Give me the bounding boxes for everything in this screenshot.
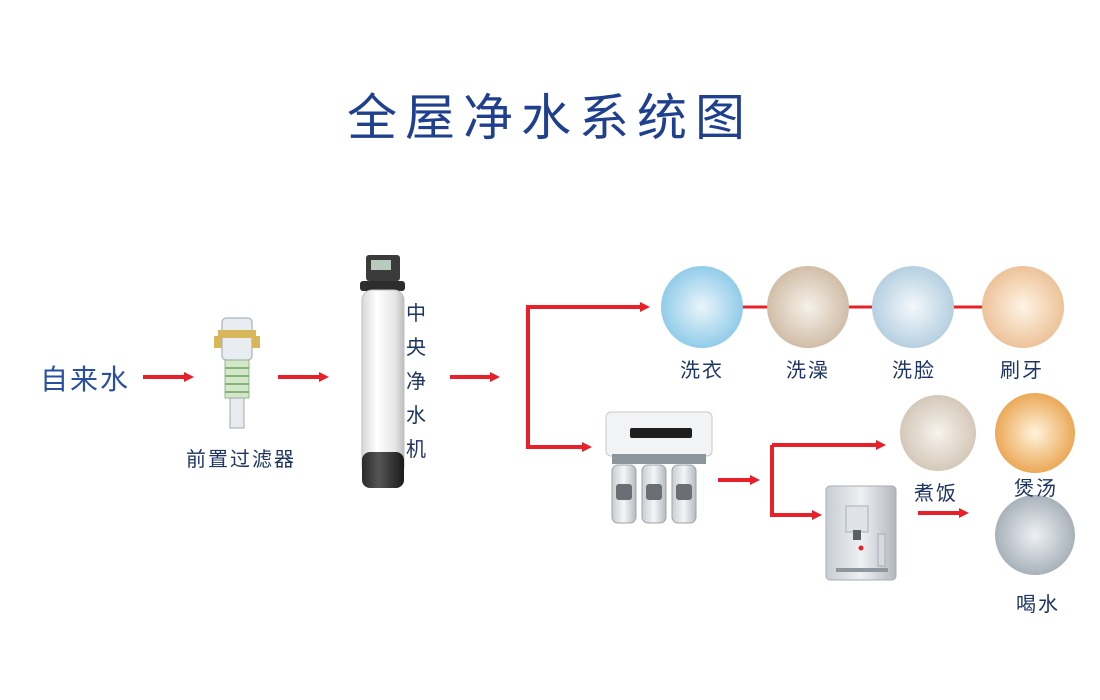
branch-ro-split [770,445,812,517]
usage-laundry-label: 洗衣 [680,358,724,382]
photo-face-wash [872,266,954,348]
source-label: 自来水 [40,363,131,396]
usage-face-wash-label: 洗脸 [892,358,936,382]
photo-shower [767,266,849,348]
flow-arrows [143,302,985,520]
water-dispenser-illustration [825,485,897,581]
photo-cooking [900,395,976,471]
branch-up-down [526,305,643,449]
filter-cartridges [611,464,697,524]
pre-filter-illustration [214,317,260,429]
usage-cooking-label: 煮饭 [914,481,958,505]
usage-soup-label: 煲汤 [1014,476,1058,500]
photo-laundry [661,266,743,348]
photo-drinking [995,495,1075,575]
usage-drinking-label: 喝水 [1016,592,1060,616]
central-unit-label: 中央净水机 [406,301,426,461]
photo-soup [995,393,1075,473]
ro-purifier-illustration [605,411,713,524]
usage-tooth-brush-label: 刷牙 [1000,358,1044,382]
pre-filter-label: 前置过滤器 [186,447,296,471]
photo-tooth-brush [982,266,1064,348]
central-unit-illustration [360,255,405,488]
page-title: 全屋净水系统图 [347,89,753,147]
usage-photos [661,266,1075,575]
usage-shower-label: 洗澡 [786,358,830,382]
